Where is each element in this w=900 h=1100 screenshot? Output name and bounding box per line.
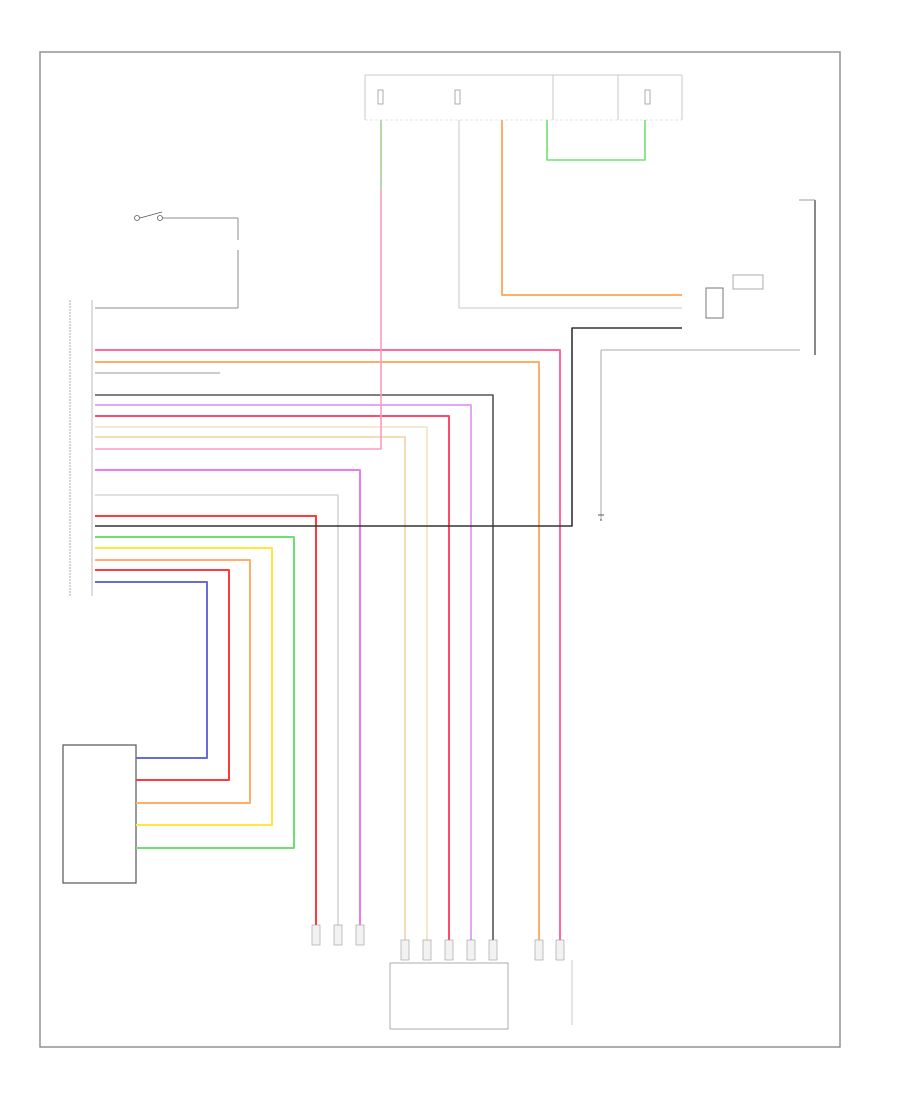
right-headlight-connector [389,939,509,1030]
wire-pink-2 [95,120,382,450]
wire-red-1 [95,569,230,781]
left-headlight [62,744,137,884]
wire-cream [95,426,428,940]
diagram-frame [39,51,841,1048]
wire-orange-1 [95,559,251,804]
wire-red-3 [95,415,450,940]
wire-pink-1 [95,349,561,940]
headlight-ecu [69,300,93,596]
wire-lightgray [95,494,339,925]
wire-harness [95,120,800,940]
wire-dark-bus [95,327,682,527]
wire-green [95,536,295,849]
power-distribution [364,74,683,121]
wire-tan [95,436,406,940]
wire-dark-1 [95,394,494,940]
wire-blue [95,581,208,759]
wire-violet-1 [95,469,361,925]
wire-lavender [95,404,472,940]
wire-gray-top [458,120,682,309]
combination-meter [799,199,816,355]
headlight-switch [134,211,239,240]
wire-orange-top [501,120,682,296]
wire-yellow [95,547,273,826]
fuse-2 [454,89,461,105]
gateway [705,274,764,319]
fuse-1 [377,89,384,105]
leveling-connector [534,939,573,1025]
ground [598,514,604,521]
fuse-3 [644,89,651,105]
relay [95,250,239,309]
wire-green-loop [546,120,646,161]
wire-orange-2 [95,361,540,940]
wire-red-2 [95,515,317,925]
right-sensor-connector [311,924,365,946]
